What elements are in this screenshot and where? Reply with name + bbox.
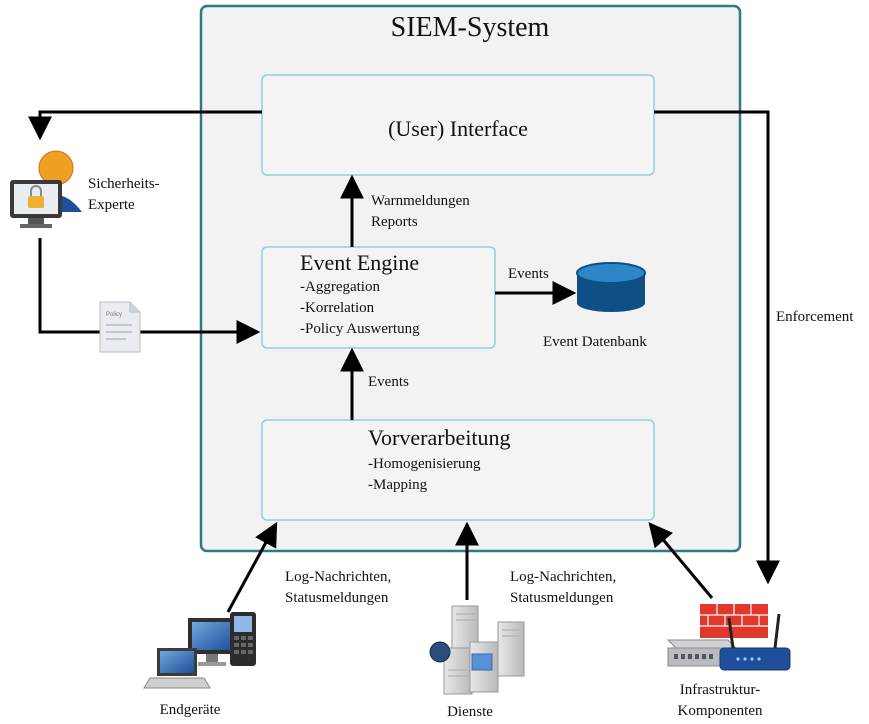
policy-document-icon: Policy bbox=[99, 301, 141, 353]
database-icon bbox=[576, 262, 646, 312]
arrow-interface-to-expert bbox=[27, 110, 262, 141]
arrow-expert-to-engine bbox=[38, 238, 261, 344]
log-right-line: Statusmeldungen bbox=[510, 590, 614, 606]
infrastruktur-label-line: Infrastruktur- bbox=[679, 682, 761, 698]
log-right-label: Log-Nachrichten, Statusmeldungen bbox=[510, 567, 616, 609]
expert-label: Sicherheits- Experte bbox=[88, 174, 160, 216]
infrastruktur-icon bbox=[666, 604, 791, 671]
policy-document-label: Policy bbox=[106, 312, 122, 318]
siem-system-title: SIEM-System bbox=[390, 12, 550, 43]
infrastruktur-label: Infrastruktur- Komponenten bbox=[660, 680, 780, 722]
arrow-enforcement bbox=[654, 110, 780, 585]
preprocessing-items: -Homogenisierung -Mapping bbox=[368, 454, 480, 496]
reports-label: Reports bbox=[371, 214, 418, 230]
event-engine-title: Event Engine bbox=[300, 250, 420, 275]
engine-item: -Aggregation bbox=[300, 279, 380, 295]
preprocessing-title: Vorverarbeitung bbox=[368, 425, 511, 450]
events-right-label: Events bbox=[508, 266, 549, 282]
warn-reports-label: Warnmeldungen Reports bbox=[371, 191, 470, 233]
interface-box bbox=[261, 74, 655, 176]
infrastruktur-label-line: Komponenten bbox=[677, 703, 763, 719]
log-left-line: Statusmeldungen bbox=[285, 590, 389, 606]
database-label: Event Datenbank bbox=[543, 334, 647, 350]
event-engine-box bbox=[261, 246, 496, 349]
preprocessing-item: -Mapping bbox=[368, 477, 428, 493]
dienste-icon bbox=[429, 605, 525, 695]
interface-title: (User) Interface bbox=[388, 116, 528, 141]
dienste-label: Dienste bbox=[447, 704, 493, 720]
events-up-label: Events bbox=[368, 374, 409, 390]
warn-label: Warnmeldungen bbox=[371, 193, 470, 209]
engine-item: -Korrelation bbox=[300, 300, 375, 316]
expert-label-line: Sicherheits- bbox=[88, 176, 160, 192]
engine-item: -Policy Auswertung bbox=[300, 321, 420, 337]
endgeraete-label: Endgeräte bbox=[159, 702, 221, 718]
arrow-endgeraete-to-preprocessing bbox=[226, 521, 278, 613]
enforcement-label: Enforcement bbox=[776, 309, 854, 325]
arrow-infrastruktur-to-preprocessing bbox=[648, 522, 714, 599]
event-engine-items: -Aggregation -Korrelation -Policy Auswer… bbox=[300, 277, 420, 340]
preprocessing-item: -Homogenisierung bbox=[368, 456, 481, 472]
expert-label-line: Experte bbox=[88, 197, 135, 213]
security-expert-icon bbox=[10, 150, 82, 228]
preprocessing-box bbox=[261, 419, 655, 521]
log-left-line: Log-Nachrichten, bbox=[285, 569, 392, 585]
log-right-line: Log-Nachrichten, bbox=[510, 569, 617, 585]
log-left-label: Log-Nachrichten, Statusmeldungen bbox=[285, 567, 391, 609]
endgeraete-icon bbox=[143, 612, 256, 689]
